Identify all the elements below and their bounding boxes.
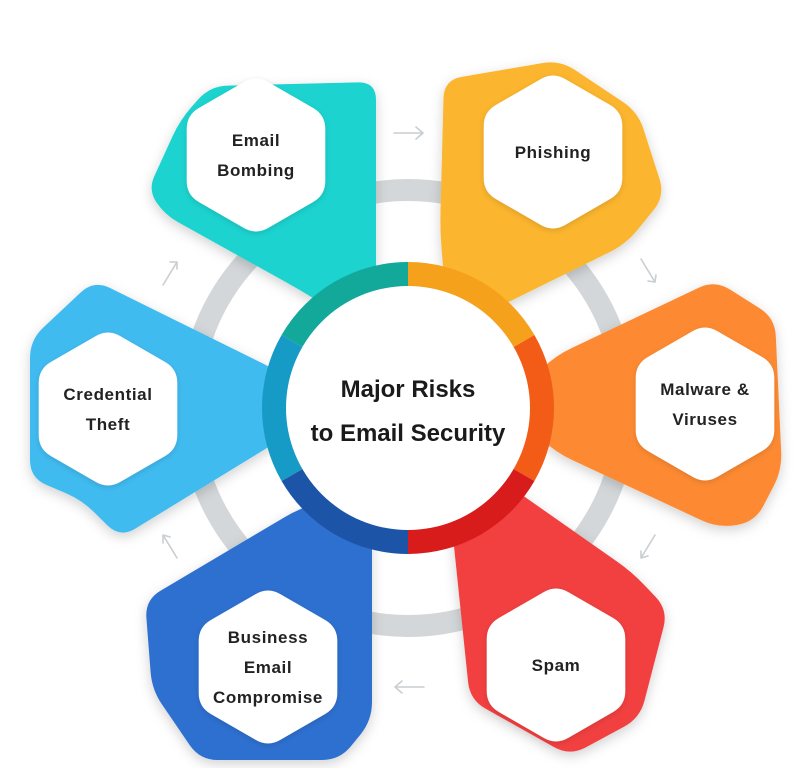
risk-label-malware-viruses-line1: Malware & <box>660 380 750 399</box>
risk-label-credential-theft-line1: Credential <box>63 385 152 404</box>
arrow-up-left-icon <box>162 534 178 559</box>
center-title-line2: to Email Security <box>311 420 506 447</box>
arrow-right-icon <box>393 126 424 140</box>
risk-label-business-email-compromise-line1: Business <box>228 628 308 647</box>
risk-label-email-bombing-line2: Bombing <box>217 161 295 180</box>
arrow-up-right-icon <box>162 261 178 286</box>
hexagon-icon <box>198 590 338 744</box>
risk-label-business-email-compromise-line3: Compromise <box>213 688 323 707</box>
risk-label-email-bombing-line1: Email <box>232 131 280 150</box>
risk-label-credential-theft-line2: Theft <box>86 415 131 434</box>
risk-label-malware-viruses-line2: Viruses <box>672 410 737 429</box>
risk-node-spam: Spam <box>486 588 626 742</box>
risk-label-business-email-compromise-line2: Email <box>244 658 292 677</box>
arrow-down-left-icon <box>640 534 656 559</box>
center-title-line1: Major Risks <box>341 376 476 403</box>
hexagon-icon <box>38 332 178 486</box>
risk-label-phishing-line1: Phishing <box>515 143 592 162</box>
risk-node-malware-viruses: Malware & Viruses <box>635 327 775 481</box>
hexagon-icon <box>483 75 623 229</box>
hexagon-icon <box>635 327 775 481</box>
hexagon-icon <box>186 78 326 232</box>
risk-label-spam-line1: Spam <box>532 656 581 675</box>
flow-arrows <box>162 126 657 694</box>
center-circle <box>286 286 530 530</box>
arrow-left-icon <box>394 680 425 694</box>
hexagon-icon <box>486 588 626 742</box>
arrow-down-right-icon <box>640 258 657 283</box>
risk-node-phishing: Phishing <box>483 75 623 229</box>
